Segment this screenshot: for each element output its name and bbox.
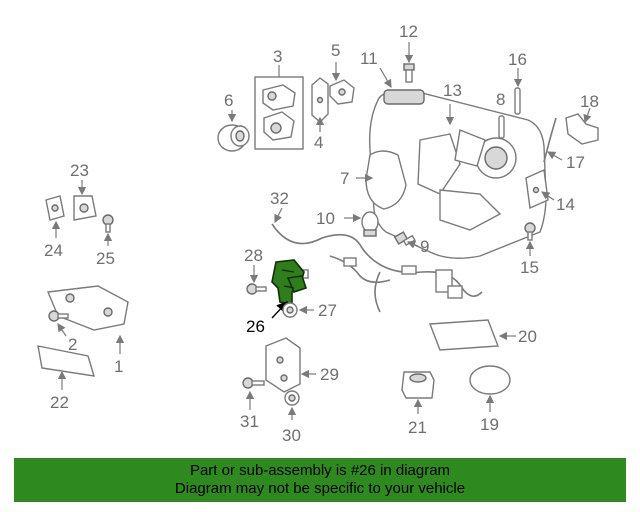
callout-24[interactable]: 24	[44, 241, 63, 260]
part-info-banner: Part or sub-assembly is #26 in diagram D…	[14, 458, 626, 502]
callout-13[interactable]: 13	[443, 81, 462, 100]
part-12-bolt	[403, 63, 415, 83]
part-5-clip	[329, 79, 355, 105]
callout-27[interactable]: 27	[318, 301, 337, 320]
callout-11[interactable]: 11	[360, 49, 378, 68]
callout-15[interactable]: 15	[520, 258, 539, 277]
callout-31[interactable]: 31	[240, 412, 259, 431]
callout-17[interactable]: 17	[566, 153, 585, 172]
part-15-screw	[524, 222, 536, 241]
callout-1[interactable]: 1	[114, 357, 123, 376]
callout-6[interactable]: 6	[224, 91, 233, 110]
callout-5[interactable]: 5	[331, 41, 340, 60]
part-20-pad	[429, 319, 499, 351]
part-31-bolt	[242, 377, 265, 389]
part-21-speaker	[401, 371, 435, 399]
callout-12[interactable]: 12	[399, 22, 418, 41]
callout-28[interactable]: 28	[244, 246, 263, 265]
part-11-door-inner-panel	[365, 89, 547, 259]
callout-16[interactable]: 16	[508, 50, 527, 69]
callout-7[interactable]: 7	[340, 169, 349, 188]
part-23-hinge	[73, 195, 97, 221]
part-30-nut	[284, 390, 300, 406]
part-8-pin	[498, 115, 505, 139]
callout-19[interactable]: 19	[480, 415, 499, 434]
callout-8[interactable]: 8	[496, 90, 505, 109]
part-10-clip	[361, 211, 379, 237]
callout-21[interactable]: 21	[408, 418, 427, 437]
callout-20[interactable]: 20	[518, 327, 537, 346]
part-4-bracket	[311, 77, 329, 123]
part-18-bracket	[565, 113, 599, 145]
callout-3[interactable]: 3	[273, 47, 282, 66]
callout-2[interactable]: 2	[68, 335, 77, 354]
part-25-screw	[102, 214, 114, 233]
part-1-striker	[46, 285, 129, 331]
part-24-plate	[45, 195, 65, 221]
part-2-bolt	[48, 310, 69, 322]
callout-10[interactable]: 10	[316, 209, 335, 228]
banner-line-1: Part or sub-assembly is #26 in diagram	[189, 462, 451, 479]
callout-22[interactable]: 22	[50, 393, 69, 412]
callout-25[interactable]: 25	[96, 249, 115, 268]
part-16-rod	[514, 87, 521, 115]
callout-29[interactable]: 29	[320, 365, 339, 384]
callout-14[interactable]: 14	[556, 195, 575, 214]
callout-18[interactable]: 18	[580, 92, 599, 111]
part-32-wiring-harness	[271, 223, 483, 313]
part-19-seal-ring	[469, 365, 511, 395]
part-27-nut	[282, 302, 298, 318]
banner-line-2: Diagram may not be specific to your vehi…	[174, 480, 466, 497]
part-28-bolt	[246, 283, 267, 295]
callout-30[interactable]: 30	[282, 426, 301, 445]
callout-4[interactable]: 4	[314, 133, 323, 152]
part-29-hinge-plate	[265, 337, 301, 393]
callout-9[interactable]: 9	[420, 237, 429, 256]
part-17-rod	[543, 117, 557, 163]
part-26-hinge-highlighted[interactable]	[271, 259, 308, 305]
part-22-shim	[37, 345, 95, 377]
callout-23[interactable]: 23	[70, 161, 89, 180]
part-6-bushing	[217, 124, 250, 152]
callout-26[interactable]: 26	[246, 317, 265, 336]
callout-32[interactable]: 32	[270, 189, 289, 208]
part-3-lock-assembly	[254, 76, 304, 150]
